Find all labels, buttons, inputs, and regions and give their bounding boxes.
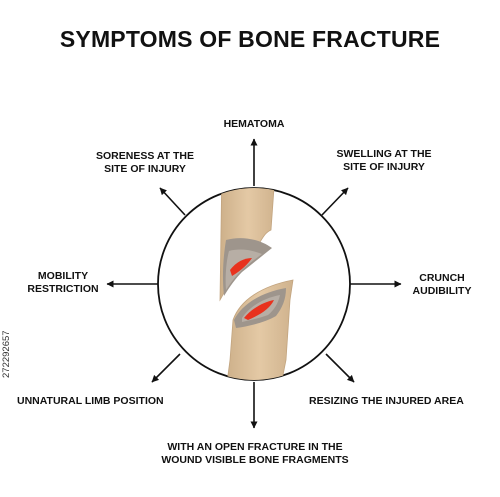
page-title: SYMPTOMS OF BONE FRACTURE [59,26,441,52]
label-swelling: SWELLING AT THE SITE OF INJURY [336,148,432,173]
lower-blood [244,300,274,320]
label-soreness: SORENESS AT THE SITE OF INJURY [95,150,194,175]
label-mobility: MOBILITY RESTRICTION [27,270,99,295]
label-crunch: CRUNCH AUDIBILITY [412,272,472,297]
arrow-unnatural [151,353,181,383]
symptom-arrows [106,138,402,429]
label-unnatural: UNNATURAL LIMB POSITION [17,395,164,407]
arrow-swelling [321,187,349,216]
arrow-resizing [325,353,355,383]
arrow-soreness [159,187,186,216]
upper-blood [230,258,252,276]
broken-bone [219,188,294,380]
label-resizing: RESIZING THE INJURED AREA [309,395,464,407]
label-hematoma: HEMATOMA [223,118,285,130]
upper-marrow-inner [225,249,262,290]
stock-id: 272292657 [1,330,12,378]
label-open-fracture: WITH AN OPEN FRACTURE IN THE WOUND VISIB… [161,441,349,466]
